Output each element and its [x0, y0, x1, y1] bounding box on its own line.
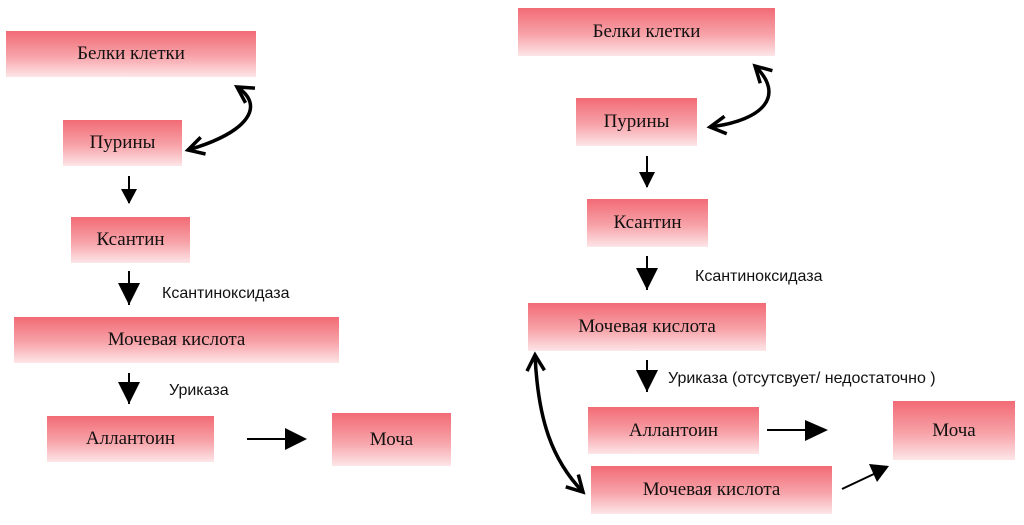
right-arrowhead-xanthine-uric	[636, 268, 658, 290]
right-purines-label: Пурины	[603, 111, 670, 132]
left-arrowhead-xanthine-uric	[118, 283, 140, 305]
right-xanthine-oxidase-label: Ксантиноксидаза	[695, 268, 823, 285]
left-xanthine-box: Ксантин	[71, 217, 190, 263]
right-arrowhead-uric-allantoin	[636, 370, 658, 392]
right-uric-acid-2-label: Мочевая кислота	[642, 479, 781, 500]
right-uricase-label: Уриказа (отсутсвует/ недостаточно )	[668, 370, 936, 387]
right-long-bidirectional-arrow	[535, 355, 583, 492]
right-arrowhead-purines-xanthine	[639, 172, 655, 188]
right-purines-box: Пурины	[576, 98, 697, 146]
left-allantoin-box: Аллантоин	[47, 416, 214, 462]
right-curved-bidirectional-arrow	[710, 66, 769, 127]
right-xanthine-box: Ксантин	[587, 199, 708, 247]
left-purines-label: Пурины	[89, 132, 156, 153]
right-uric-acid-box: Мочевая кислота	[528, 303, 766, 351]
left-cell-proteins-box: Белки клетки	[6, 31, 256, 77]
right-urine-label: Моча	[932, 419, 976, 441]
right-uric-acid-label: Мочевая кислота	[578, 316, 716, 337]
right-arrowhead-uric2-urine	[869, 464, 889, 482]
left-urine-box: Моча	[332, 413, 451, 466]
right-uric-acid-2-box: Мочевая кислота	[591, 466, 832, 514]
left-urine-label: Моча	[369, 428, 414, 450]
left-uricase-label: Уриказа	[169, 382, 229, 399]
right-urine-box: Моча	[893, 401, 1015, 460]
left-arrowhead-allantoin-urine	[285, 428, 307, 450]
right-xanthine-label: Ксантин	[613, 212, 682, 233]
left-purines-box: Пурины	[63, 120, 182, 166]
right-allantoin-box: Аллантоин	[588, 407, 759, 454]
right-cell-proteins-label: Белки клетки	[592, 21, 701, 42]
right-allantoin-label: Аллантоин	[628, 419, 719, 441]
right-cell-proteins-box: Белки клетки	[518, 8, 775, 56]
left-curved-bidirectional-arrow	[188, 87, 251, 150]
right-arrowhead-allantoin-urine	[805, 420, 828, 441]
left-cell-proteins-label: Белки клетки	[77, 43, 185, 64]
left-xanthine-oxidase-label: Ксантиноксидаза	[162, 285, 290, 302]
left-xanthine-label: Ксантин	[96, 229, 165, 250]
left-allantoin-label: Аллантоин	[85, 428, 176, 449]
left-arrowhead-purines-xanthine	[121, 189, 137, 204]
left-arrowhead-uric-allantoin	[118, 382, 140, 404]
right-arrow-uric2-urine	[841, 472, 877, 490]
left-uric-acid-box: Мочевая кислота	[14, 317, 339, 363]
left-uric-acid-label: Мочевая кислота	[107, 329, 246, 350]
